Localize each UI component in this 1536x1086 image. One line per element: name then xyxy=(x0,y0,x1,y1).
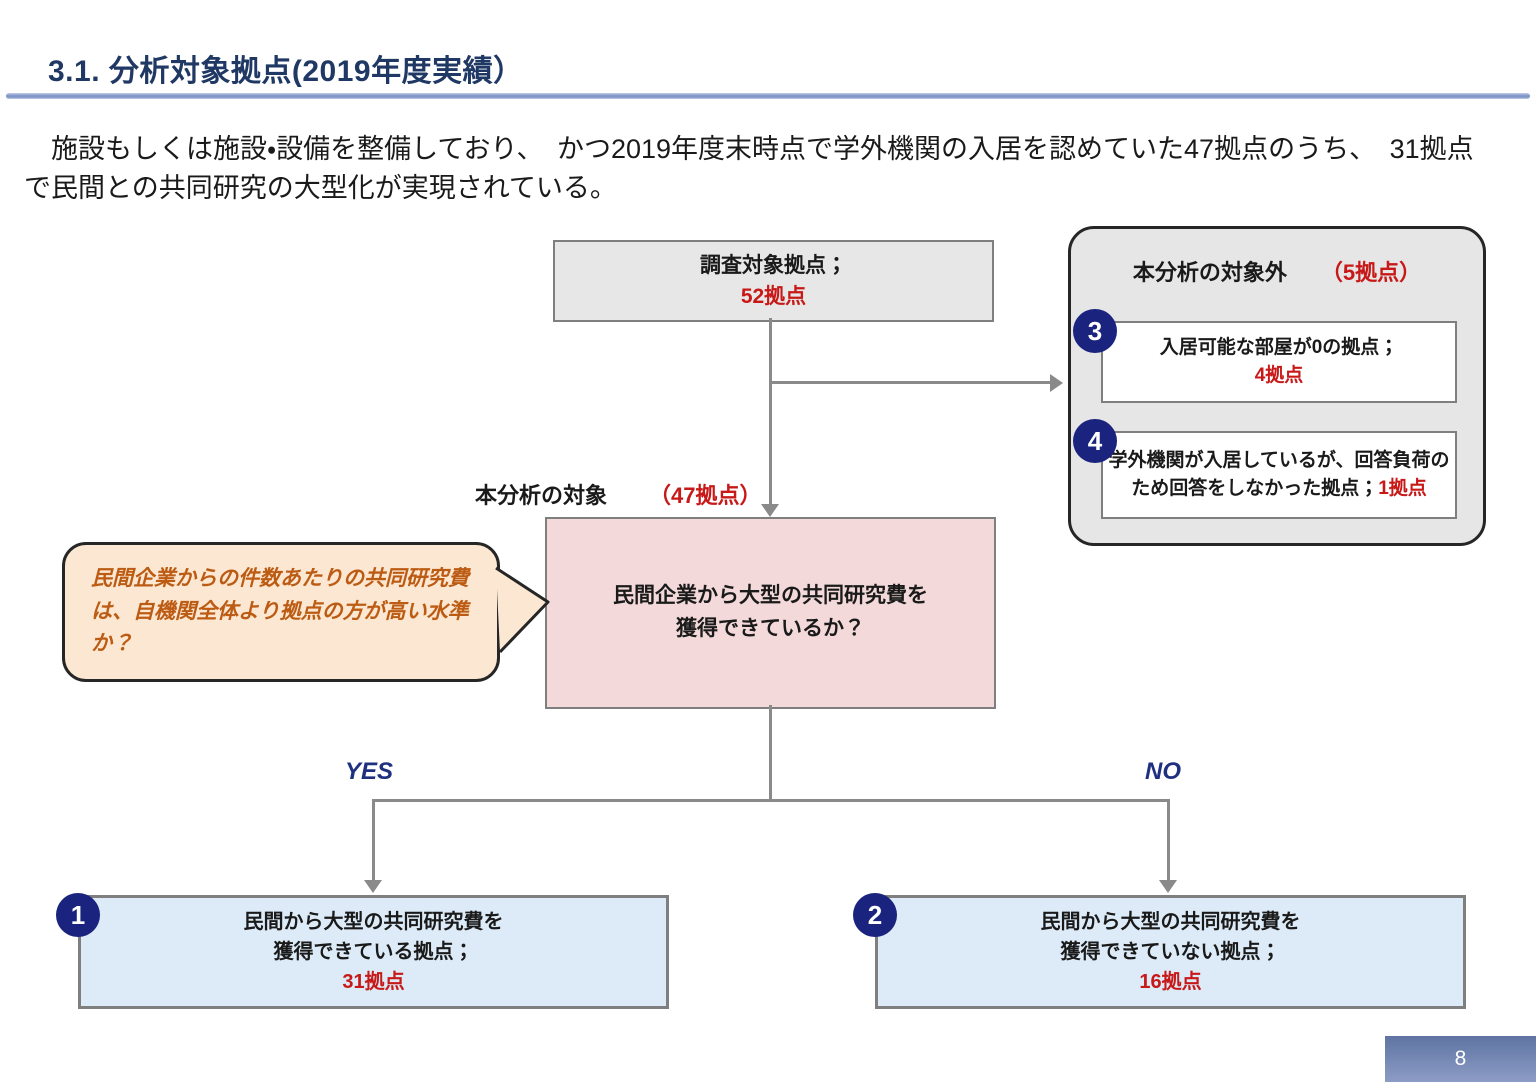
intro-line-1: 施設もしくは施設・設備を整備しており、 かつ2019年度末時点で学外機関の入居を… xyxy=(24,134,1474,164)
result-yes-box: 民間から大型の共同研究費を 獲得できている拠点； 31拠点 xyxy=(78,895,669,1009)
target-label-count: （47拠点） xyxy=(649,483,762,508)
excluded-count: （5拠点） xyxy=(1320,260,1422,285)
question-line-2: 獲得できているか？ xyxy=(676,617,865,640)
excluded-group-box: 本分析の対象外 （5拠点） 入居可能な部屋が0の拠点； 4拠点 3 学外機関が入… xyxy=(1068,226,1486,546)
question-line-1: 民間企業から大型の共同研究費を xyxy=(613,584,928,608)
page-number-bar: 8 xyxy=(1385,1036,1536,1082)
excluded-title: 本分析の対象外 xyxy=(1132,260,1287,285)
connector-no-down xyxy=(1167,800,1170,882)
intro-line-2: で民間との共同研究の大型化が実現されている。 xyxy=(24,173,617,204)
connector-branch-horizontal xyxy=(372,799,1170,802)
target-label-text: 本分析の対象 xyxy=(475,483,608,508)
survey-population-box: 調査対象拠点； 52拠点 xyxy=(553,240,994,322)
question-box: 民間企業から大型の共同研究費を 獲得できているか？ xyxy=(545,517,996,709)
badge-1: 1 xyxy=(56,893,100,937)
badge-3: 3 xyxy=(1073,309,1117,353)
connector-question-down xyxy=(769,705,772,802)
arrowhead-down-no xyxy=(1159,880,1177,893)
excluded-item-4-line2-red: 1拠点 xyxy=(1378,478,1427,499)
result-no-line-1: 民間から大型の共同研究費を xyxy=(1040,911,1301,933)
connector-branch-to-excluded xyxy=(771,381,1051,384)
survey-box-count: 52拠点 xyxy=(740,285,807,308)
result-no-line-2: 獲得できていない拠点； xyxy=(1060,941,1281,963)
excluded-item-4-line1: 学外機関が入居しているが、回答負荷の xyxy=(1108,449,1450,471)
result-no-count: 16拠点 xyxy=(1139,971,1202,993)
callout-text: 民間企業からの件数あたりの共同研究費は、自機関全体より拠点の方が高い水準か？ xyxy=(91,567,469,656)
survey-box-label: 調査対象拠点； xyxy=(700,253,847,277)
callout-bubble: 民間企業からの件数あたりの共同研究費は、自機関全体より拠点の方が高い水準か？ xyxy=(62,542,500,682)
yes-label: YES xyxy=(345,758,394,785)
result-no-box: 民間から大型の共同研究費を 獲得できていない拠点； 16拠点 xyxy=(875,895,1466,1009)
excluded-item-3-box: 入居可能な部屋が0の拠点； 4拠点 xyxy=(1101,321,1457,403)
connector-survey-to-question xyxy=(769,318,772,506)
result-yes-line-2: 獲得できている拠点； xyxy=(273,941,474,963)
excluded-item-3-label: 入居可能な部屋が0の拠点； xyxy=(1159,336,1399,358)
callout-tail xyxy=(495,566,550,654)
title-underline xyxy=(6,93,1530,99)
excluded-item-4-line2: ため回答をしなかった拠点；1拠点 xyxy=(1131,475,1427,504)
badge-4: 4 xyxy=(1073,419,1117,463)
excluded-item-4-line2-black: ため回答をしなかった拠点； xyxy=(1131,478,1379,499)
excluded-title-row: 本分析の対象外 （5拠点） xyxy=(1071,255,1483,287)
badge-2: 2 xyxy=(853,893,897,937)
excluded-item-4-box: 学外機関が入居しているが、回答負荷の ため回答をしなかった拠点；1拠点 xyxy=(1101,431,1457,519)
result-yes-line-1: 民間から大型の共同研究費を xyxy=(243,911,504,933)
arrowhead-right-excluded xyxy=(1050,374,1063,392)
intro-paragraph: 施設もしくは施設・設備を整備しており、 かつ2019年度末時点で学外機関の入居を… xyxy=(24,130,1524,208)
page-title: 3.1. 分析対象拠点(2019年度実績） xyxy=(48,55,524,88)
arrowhead-down-question xyxy=(761,504,779,517)
result-yes-count: 31拠点 xyxy=(342,971,405,993)
page-number: 8 xyxy=(1454,1047,1467,1070)
analysis-target-label: 本分析の対象 （47拠点） xyxy=(475,478,762,510)
connector-yes-down xyxy=(372,800,375,882)
excluded-item-3-count: 4拠点 xyxy=(1254,365,1304,386)
arrowhead-down-yes xyxy=(364,880,382,893)
no-label: NO xyxy=(1145,758,1181,785)
